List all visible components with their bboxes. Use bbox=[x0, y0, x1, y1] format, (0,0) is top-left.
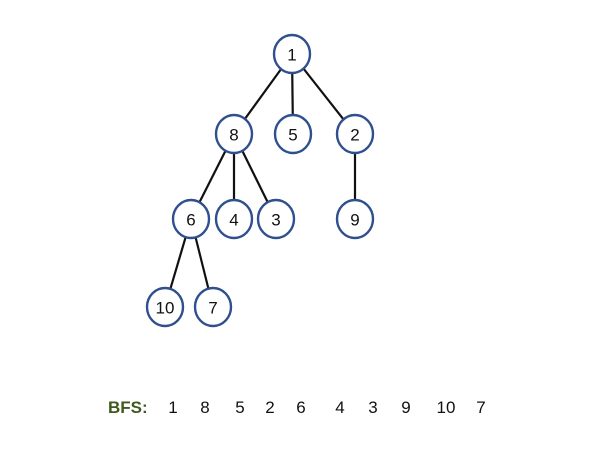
tree-node-circle bbox=[171, 198, 211, 240]
tree-node-label: 3 bbox=[271, 211, 280, 230]
tree-node: 10 bbox=[145, 286, 185, 328]
bfs-item: 5 bbox=[235, 398, 245, 417]
tree-node-circle bbox=[214, 198, 254, 240]
nodes-layer: 1 8 5 2 6 4 3 9 10 7 bbox=[145, 33, 375, 328]
bfs-item: 10 bbox=[436, 398, 456, 417]
tree-node-label: 6 bbox=[186, 211, 195, 230]
tree-node-circle bbox=[256, 198, 296, 240]
bfs-item: 4 bbox=[335, 398, 345, 417]
bfs-item: 7 bbox=[476, 398, 486, 417]
tree-node-label: 9 bbox=[350, 211, 359, 230]
tree-node: 8 bbox=[214, 113, 254, 155]
tree-node: 4 bbox=[214, 198, 254, 240]
tree-node-circle bbox=[145, 286, 185, 328]
bfs-item: 2 bbox=[265, 398, 275, 417]
tree-node-circle bbox=[272, 33, 312, 75]
tree-node-circle bbox=[335, 113, 375, 155]
tree-node: 3 bbox=[256, 198, 296, 240]
tree-node-label: 2 bbox=[350, 126, 359, 145]
tree-node-circle bbox=[214, 113, 254, 155]
tree-node: 9 bbox=[335, 198, 375, 240]
tree-node-label: 7 bbox=[208, 299, 217, 318]
tree-node-label: 4 bbox=[229, 211, 238, 230]
bfs-item: 8 bbox=[200, 398, 210, 417]
bfs-item: 9 bbox=[401, 398, 411, 417]
tree-node-label: 5 bbox=[288, 126, 297, 145]
tree-node-circle bbox=[273, 113, 313, 155]
tree-node: 7 bbox=[193, 286, 233, 328]
tree-node: 2 bbox=[335, 113, 375, 155]
bfs-item: 1 bbox=[168, 398, 178, 417]
tree-node-label: 10 bbox=[156, 299, 175, 318]
tree-node-label: 1 bbox=[287, 46, 296, 65]
bfs-label: BFS: bbox=[108, 398, 148, 417]
tree-node-label: 8 bbox=[229, 126, 238, 145]
tree-node-circle bbox=[193, 286, 233, 328]
bfs-sequence: BFS: 1 8 5 2 6 4 3 9 10 7 bbox=[0, 398, 600, 422]
tree-node: 5 bbox=[273, 113, 313, 155]
bfs-item: 3 bbox=[368, 398, 378, 417]
bfs-item: 6 bbox=[296, 398, 306, 417]
tree-node: 1 bbox=[272, 33, 312, 75]
tree-node-circle bbox=[335, 198, 375, 240]
tree-node: 6 bbox=[171, 198, 211, 240]
edges-layer bbox=[163, 53, 357, 308]
